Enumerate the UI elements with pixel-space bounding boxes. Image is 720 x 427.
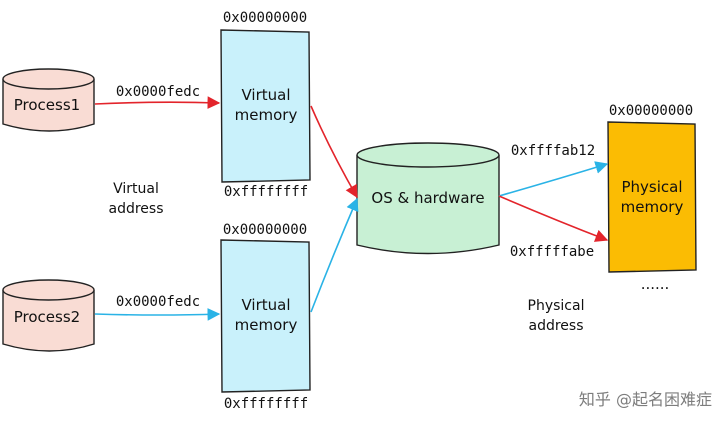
arrow-virtual2-to-os <box>310 197 359 313</box>
virtual-memory-2-end-address: 0xffffffff <box>224 396 308 412</box>
virtual-address-caption-line1: Virtual <box>113 181 159 197</box>
virtual-memory-1-end-address: 0xffffffff <box>224 184 308 200</box>
virtual-memory-2-start-address: 0x00000000 <box>223 222 307 238</box>
virtual-memory-2-label-line2: memory <box>235 316 298 334</box>
physical-address-caption-line2: address <box>528 318 583 334</box>
virtual-memory-1-label-line1: Virtual <box>241 86 290 104</box>
physical-memory-label-line1: Physical <box>621 178 682 196</box>
virtual-memory-1-label-line2: memory <box>235 106 298 124</box>
arrow-virtual1-to-os <box>310 105 358 199</box>
virtual-memory-2-label-line1: Virtual <box>241 296 290 314</box>
watermark: 知乎 @起名困难症 <box>579 390 712 409</box>
arrow-process1-to-virtual1 <box>94 96 221 110</box>
physical-memory-start-address: 0x00000000 <box>609 103 693 119</box>
process2-cylinder: Process2 <box>2 279 95 352</box>
arrow-os-to-physical-upper <box>498 161 609 197</box>
physical-address-caption-line1: Physical <box>528 298 585 314</box>
physical-address-lower: 0xfffffabe <box>510 244 594 260</box>
virtual-memory-1-start-address: 0x00000000 <box>223 10 307 26</box>
arrow-os-to-physical-lower <box>498 195 609 242</box>
process1-label: Process1 <box>14 96 80 114</box>
os-hardware-cylinder: OS & hardware <box>356 142 500 255</box>
virtual-memory-1: 0x00000000 Virtual memory 0xffffffff <box>220 10 311 200</box>
physical-memory-ellipsis: ...... <box>641 275 670 293</box>
physical-memory-label-line2: memory <box>621 198 684 216</box>
physical-memory: 0x00000000 Physical memory ...... <box>607 103 697 293</box>
virtual-memory-2: 0x00000000 Virtual memory 0xffffffff <box>220 222 311 412</box>
process2-label: Process2 <box>14 308 80 326</box>
process2-address: 0x0000fedc <box>116 294 200 310</box>
process1-cylinder: Process1 <box>2 68 95 132</box>
arrow-process2-to-virtual2 <box>94 307 221 321</box>
physical-address-upper: 0xffffab12 <box>511 143 595 159</box>
os-hardware-label: OS & hardware <box>371 189 484 207</box>
process1-address: 0x0000fedc <box>116 84 200 100</box>
virtual-address-caption-line2: address <box>108 201 163 217</box>
